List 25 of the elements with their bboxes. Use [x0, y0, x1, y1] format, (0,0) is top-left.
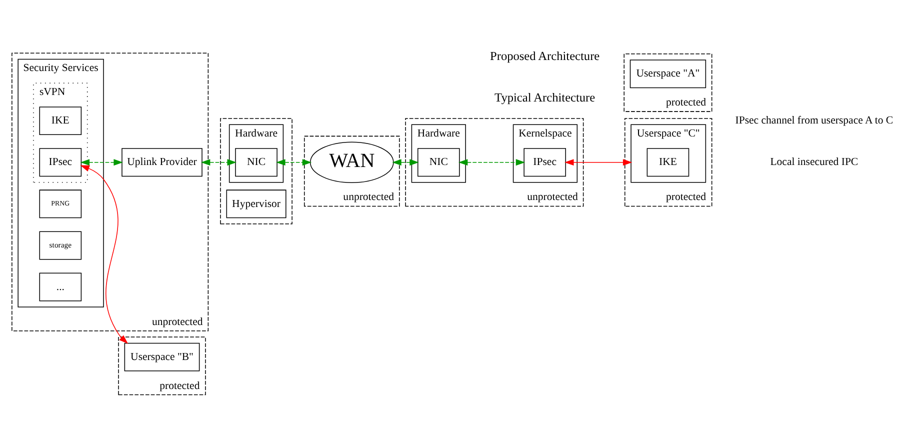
node-box: IPsec — [524, 148, 566, 177]
cluster — [220, 118, 292, 224]
arrow — [564, 159, 632, 166]
node-box: ... — [39, 272, 82, 302]
arrow — [80, 159, 123, 166]
node-box: Userspace "A" — [630, 60, 706, 88]
node-box: Hypervisor — [226, 190, 286, 218]
node-ellipse: WAN — [310, 142, 394, 183]
legend-label: IPsec channel from userspace A to C — [735, 114, 894, 127]
label: Typical Architecture — [494, 90, 596, 104]
node-box: Uplink Provider — [122, 148, 202, 177]
arrow — [392, 159, 419, 166]
arrow — [200, 159, 236, 166]
node-box: IPsec — [39, 148, 82, 177]
node-box: NIC — [417, 148, 460, 177]
legend-label: Local insecured IPC — [770, 156, 858, 168]
label: Proposed Architecture — [490, 48, 600, 63]
arrow — [80, 165, 128, 344]
arrow — [276, 159, 312, 166]
node-box: NIC — [235, 148, 278, 177]
node-box: IKE — [646, 148, 690, 177]
node-box: Userspace "B" — [124, 342, 200, 372]
arrow — [458, 159, 526, 166]
node-box: storage — [39, 231, 82, 260]
node-box: IKE — [39, 106, 82, 136]
